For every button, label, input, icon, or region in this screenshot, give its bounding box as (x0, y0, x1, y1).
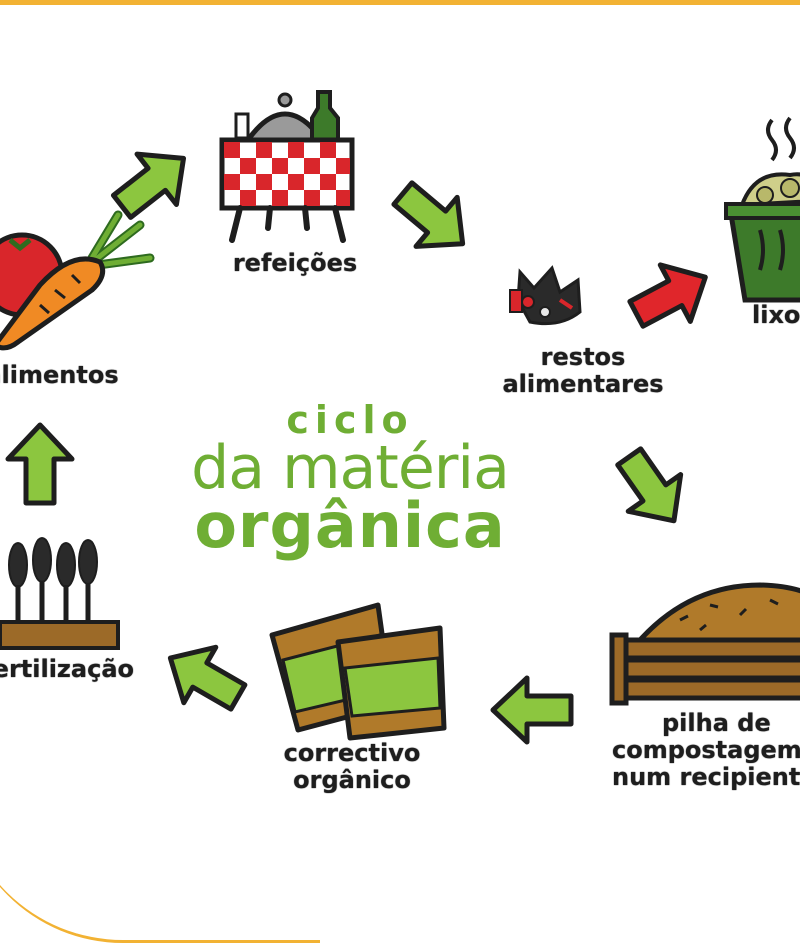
vegetables-icon (0, 210, 155, 351)
title-line-2: da matéria (191, 433, 510, 503)
arrow-correctivo-to-fertilizacao (154, 630, 254, 724)
diagram-title: ciclo da matéria orgânica (150, 398, 550, 562)
arrow-pilha-to-correctivo (493, 678, 571, 742)
arrow-fertilizacao-to-alimentos (8, 425, 72, 503)
cycle-diagram (0, 90, 800, 900)
trash-bin-icon (724, 116, 800, 303)
fertilizer-sacks-icon (269, 602, 447, 741)
arrow-restos-to-pilha (603, 439, 700, 540)
label-lixo: lixo (752, 301, 800, 329)
compost-pile-icon (609, 582, 800, 706)
arrow-restos-to-lixo (621, 249, 720, 342)
label-refeicoes: refeições (232, 249, 358, 277)
title-line-1: ciclo (286, 398, 414, 442)
arrow-refeicoes-to-restos (382, 169, 483, 268)
crop-field-icon (0, 537, 120, 650)
title-line-3: orgânica (194, 489, 506, 562)
label-correctivo-organico: correctivo orgânico (283, 739, 421, 794)
top-border (0, 0, 800, 5)
label-restos-alimentares: restos alimentares (502, 343, 664, 398)
label-pilha-de-compostagem: pilha de compostagem num recipiente (612, 709, 800, 791)
meal-table-icon (219, 90, 355, 243)
label-fertilizacao: fertilização (0, 655, 134, 683)
food-scraps-icon (509, 265, 582, 326)
